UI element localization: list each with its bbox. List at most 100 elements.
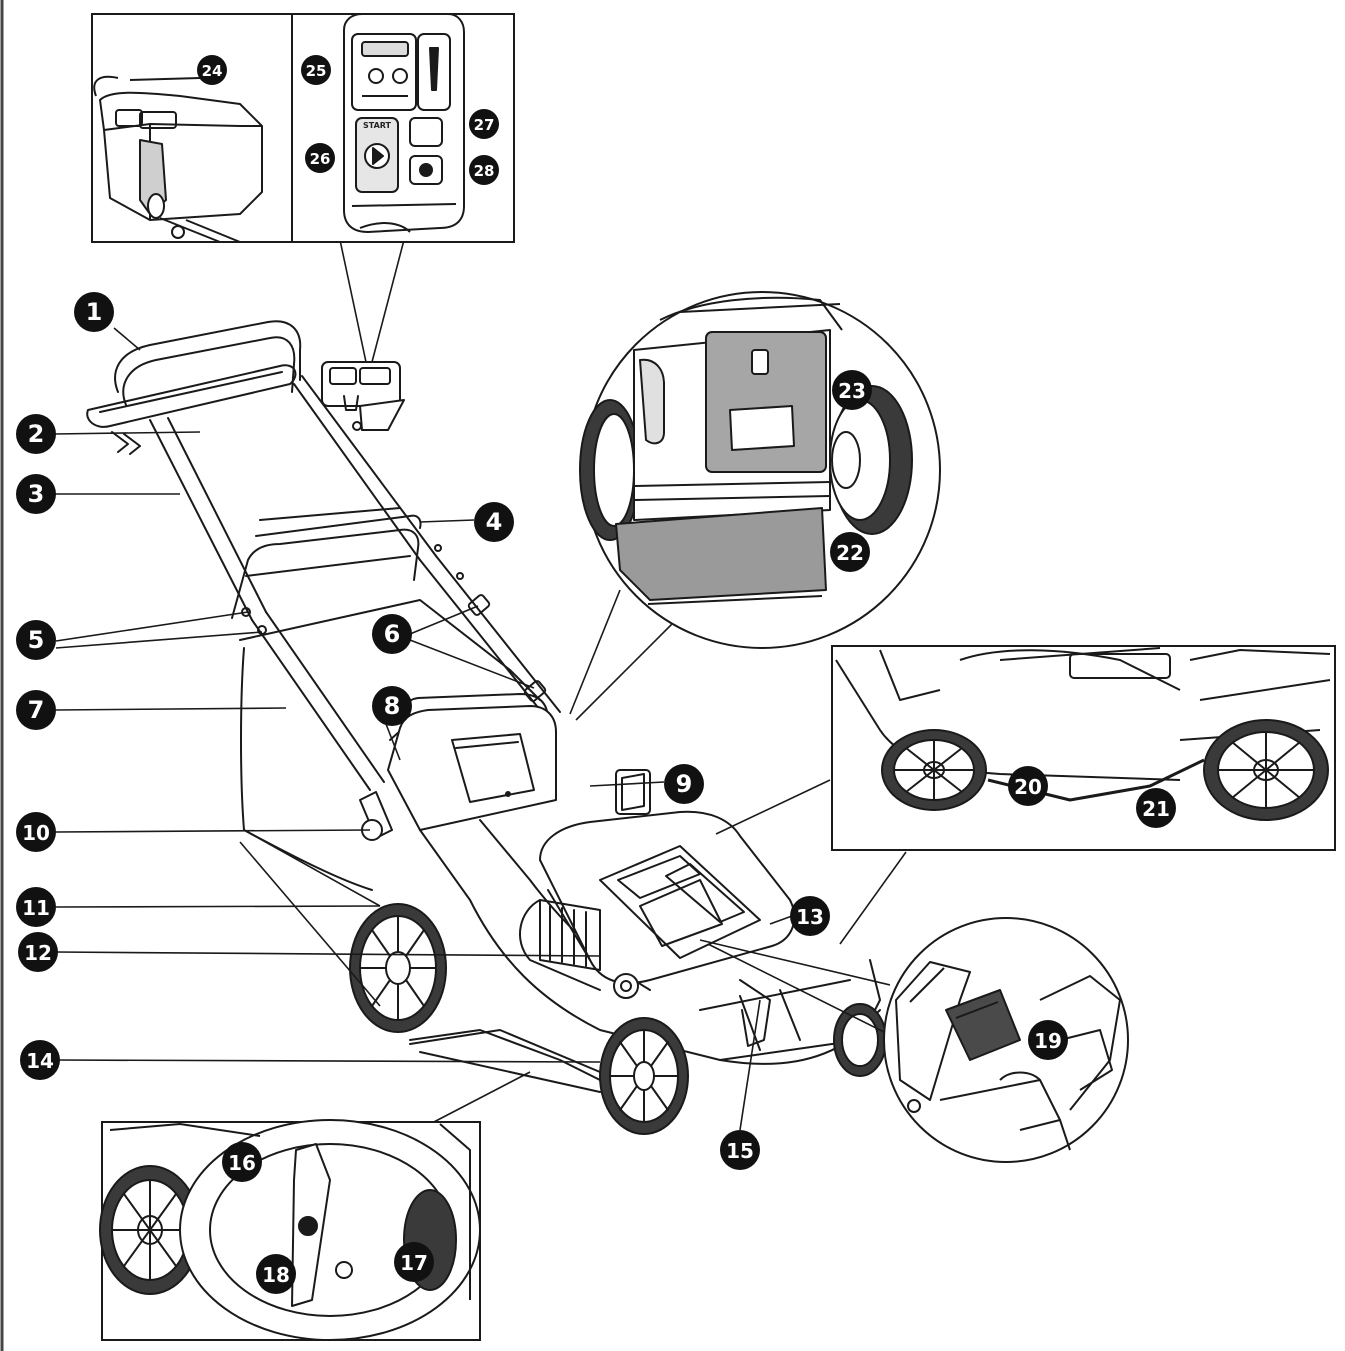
callout-circle: [474, 502, 514, 542]
callout-number: 5: [28, 626, 45, 654]
callout-number: 3: [28, 480, 45, 508]
callout-27: 27: [469, 109, 499, 139]
callout-number: 6: [384, 620, 401, 648]
callout-number: 13: [796, 905, 824, 929]
callout-number: 4: [486, 508, 503, 536]
mode-button: [409, 117, 443, 147]
callout-circle: [74, 292, 114, 332]
callout-number: 15: [726, 1139, 754, 1163]
lower-handle-left: [251, 619, 371, 791]
callout-17: 17: [394, 1242, 434, 1282]
callout-22: 22: [830, 532, 870, 572]
inset-wheel-links: [831, 645, 1336, 851]
leader-lines: [53, 239, 907, 1131]
callout-number: 21: [1142, 797, 1170, 821]
callout-16: 16: [222, 1142, 262, 1182]
callout-number: 26: [310, 150, 331, 168]
callout-28: 28: [469, 155, 499, 185]
callout-number: 19: [1034, 1029, 1062, 1053]
start-label: START: [363, 121, 392, 130]
callout-number: 8: [384, 692, 401, 720]
grass-bag-frame: [231, 528, 420, 619]
callout-number: 14: [26, 1049, 54, 1073]
lower-handle-right: [419, 559, 549, 721]
callout-15: 15: [720, 1130, 760, 1170]
callout-9: 9: [664, 764, 704, 804]
callout-circle: [1136, 788, 1176, 828]
callout-circle: [18, 932, 58, 972]
callout-8: 8: [372, 686, 412, 726]
top-handle-bar: [114, 320, 302, 393]
callout-circle: [1028, 1020, 1068, 1060]
callout-number: 7: [28, 696, 45, 724]
callout-number: 18: [262, 1263, 290, 1287]
callout-12: 12: [18, 932, 58, 972]
mulch-plug: [615, 769, 651, 815]
callout-circle: [1008, 766, 1048, 806]
callout-circle: [664, 764, 704, 804]
callout-circle: [16, 620, 56, 660]
front-wheel: [599, 1017, 689, 1135]
side-skirt: [409, 1029, 601, 1073]
callout-20: 20: [1008, 766, 1048, 806]
callout-number: 24: [202, 62, 223, 80]
inset-blade-detail: [99, 1119, 481, 1341]
callout-circle: [256, 1254, 296, 1294]
safety-key: [945, 989, 1021, 1061]
inset-battery-compartment: [579, 291, 941, 649]
front-height-lever: [739, 979, 771, 1047]
callout-number: 12: [24, 941, 52, 965]
callout-number: 28: [474, 162, 495, 180]
callout-circle: [720, 1130, 760, 1170]
battery-cover: [387, 705, 557, 831]
callout-number: 11: [22, 896, 50, 920]
callout-circle: [197, 55, 227, 85]
side-vents: [539, 899, 601, 971]
callout-circle: [16, 812, 56, 852]
callout-13: 13: [790, 896, 830, 936]
upper-handle-left: [149, 419, 253, 621]
callout-circle: [16, 690, 56, 730]
callout-circle: [222, 1142, 262, 1182]
callout-26: 26: [305, 143, 335, 173]
callout-number: 17: [400, 1251, 428, 1275]
callout-5: 5: [16, 620, 56, 660]
callout-19: 19: [1028, 1020, 1068, 1060]
callout-circle: [830, 532, 870, 572]
upper-handle-right: [293, 383, 421, 561]
safety-bail: [86, 364, 297, 428]
callout-24: 24: [197, 55, 227, 85]
callout-circle: [20, 1040, 60, 1080]
callout-number: 10: [22, 821, 50, 845]
callout-23: 23: [832, 370, 872, 410]
callout-circle: [832, 370, 872, 410]
callout-11: 11: [16, 887, 56, 927]
rear-wheel: [349, 903, 447, 1033]
callout-number: 1: [86, 298, 103, 326]
callout-1: 1: [74, 292, 114, 332]
callout-25: 25: [301, 55, 331, 85]
callout-number: 22: [836, 541, 864, 565]
callout-number: 20: [1014, 775, 1042, 799]
callout-circle: [301, 55, 331, 85]
mower-deck: [419, 829, 881, 1065]
callout-circle: [372, 614, 412, 654]
callout-3: 3: [16, 474, 56, 514]
callout-21: 21: [1136, 788, 1176, 828]
handle-knob-lower: [523, 680, 547, 702]
handle-bolt-b: [257, 625, 267, 635]
callout-10: 10: [16, 812, 56, 852]
callout-7: 7: [16, 690, 56, 730]
front-panel: [615, 507, 827, 601]
callout-circle: [790, 896, 830, 936]
callout-number: 9: [676, 770, 693, 798]
callout-number: 27: [474, 116, 495, 134]
callout-circle: [16, 414, 56, 454]
handle-knob-upper: [467, 594, 491, 616]
callout-circle: [16, 474, 56, 514]
handle-bolt-a: [241, 607, 251, 617]
callout-circle: [16, 887, 56, 927]
inset-handle-detail: START: [91, 13, 515, 243]
